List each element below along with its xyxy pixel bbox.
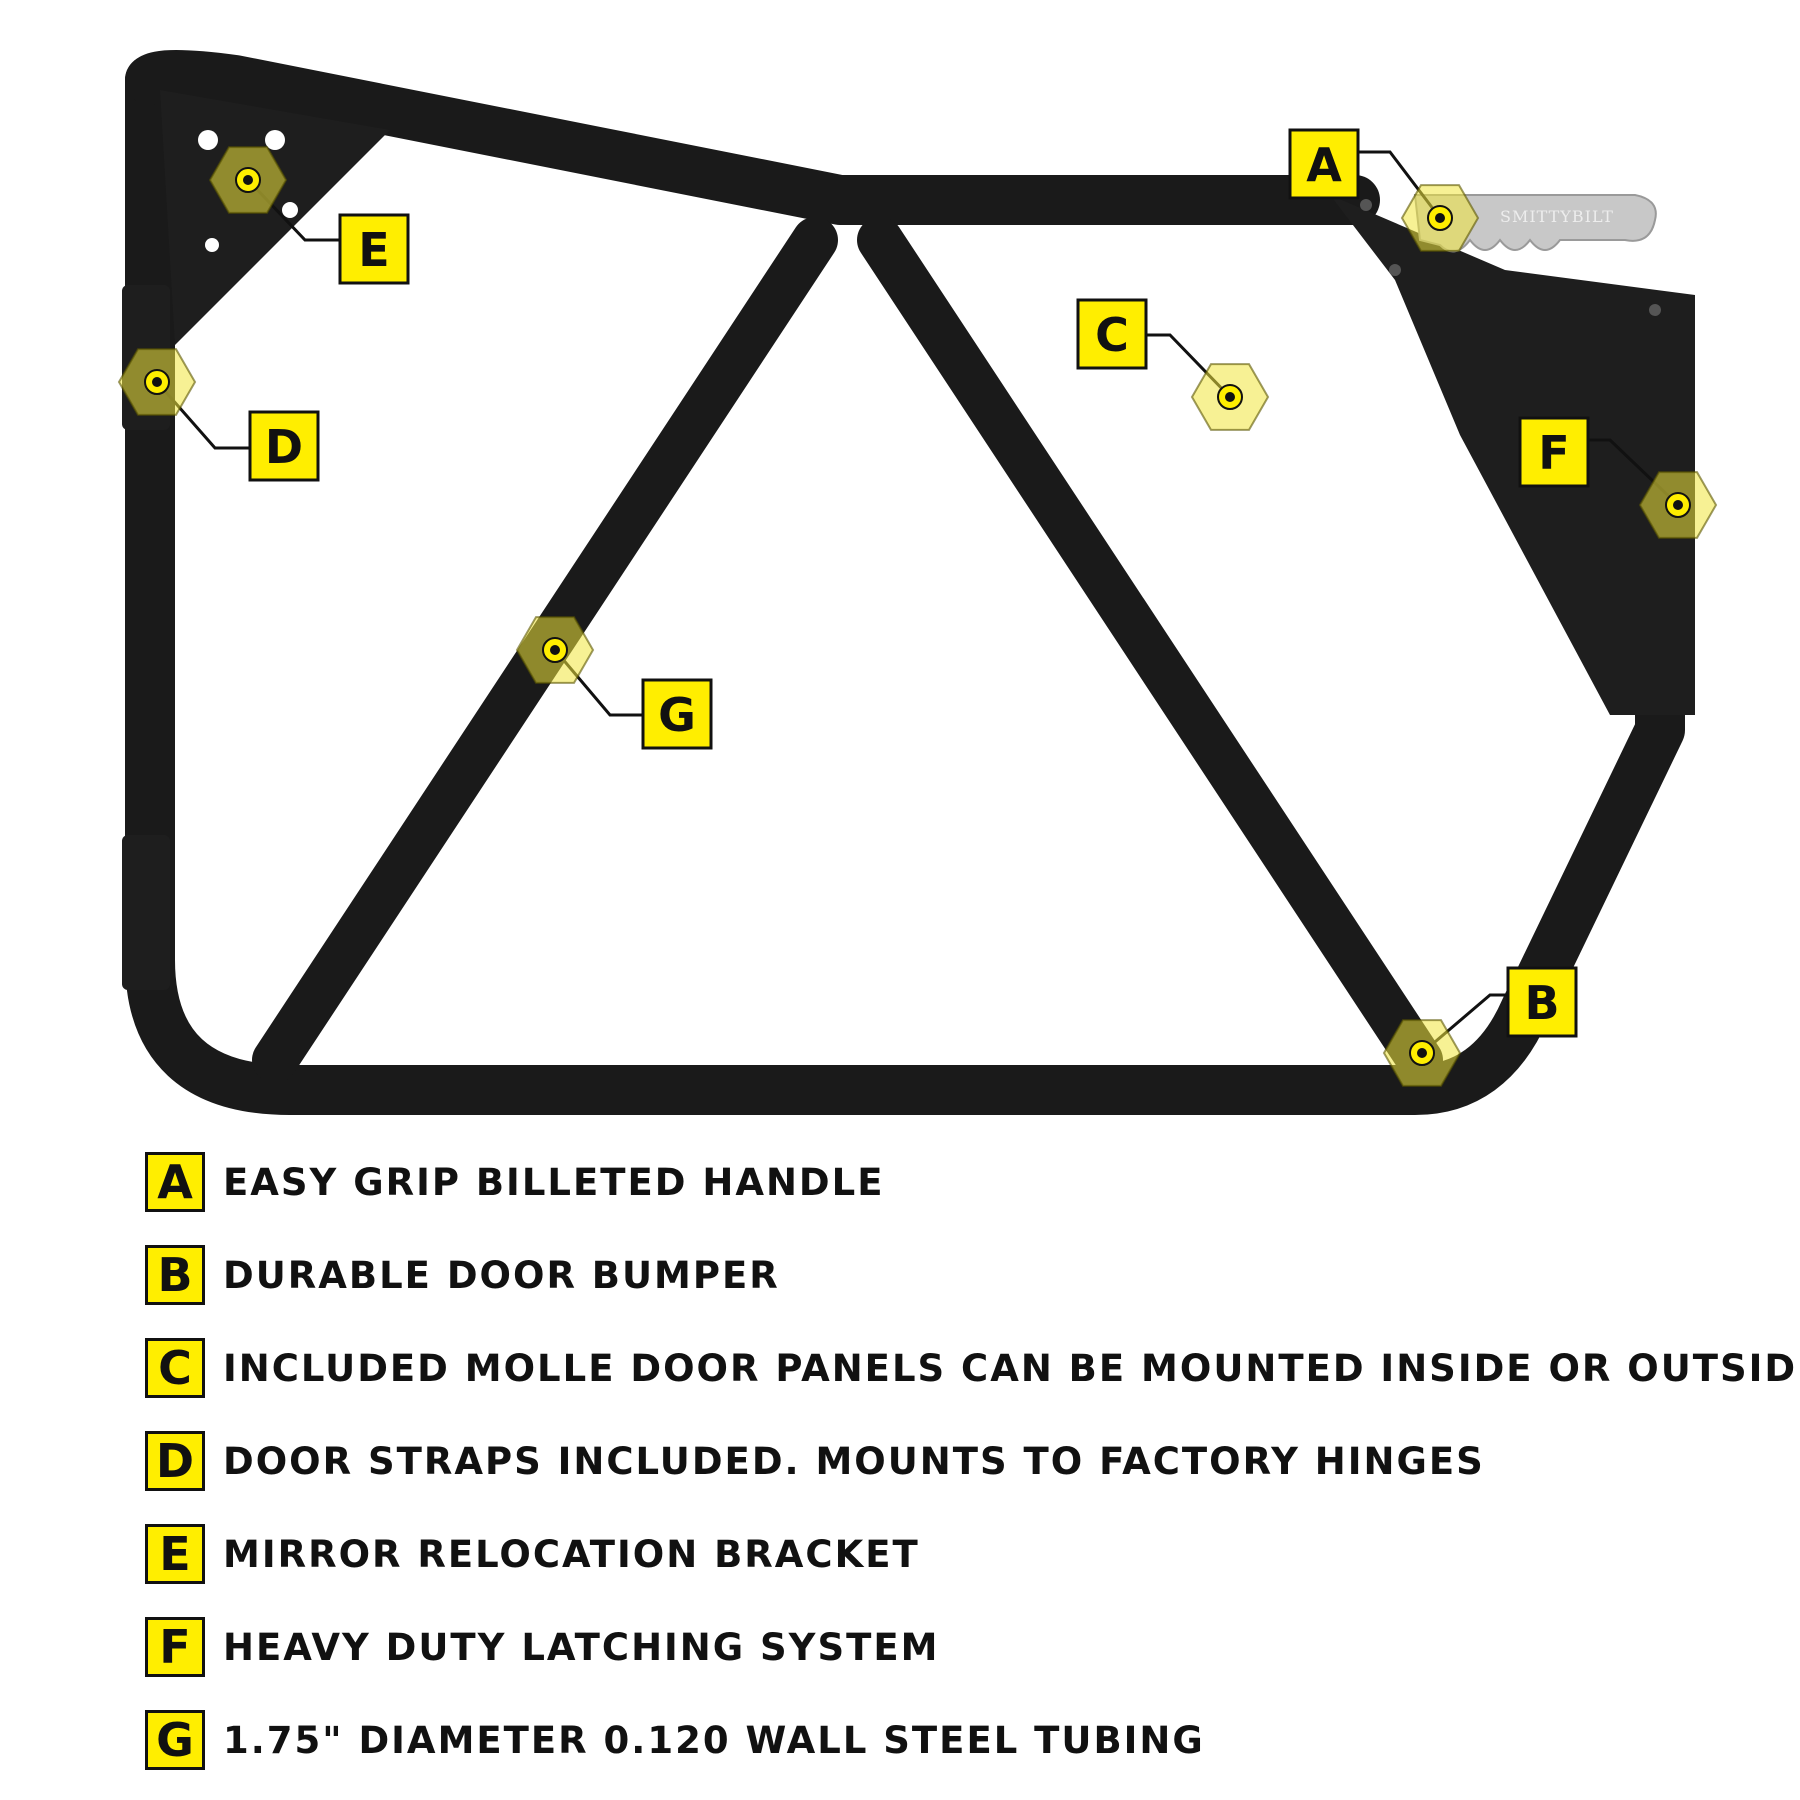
legend-letter-badge: D: [145, 1431, 205, 1491]
callout-f: F: [1518, 416, 1718, 539]
legend-item-e: E MIRROR RELOCATION BRACKET: [145, 1522, 920, 1586]
callout-dot-center: [1673, 500, 1683, 510]
legend-item-b: B DURABLE DOOR BUMPER: [145, 1243, 780, 1307]
latch-plate: [1330, 195, 1695, 715]
callout-letter: B: [1524, 976, 1559, 1030]
legend-letter-badge: F: [145, 1617, 205, 1677]
legend-letter-badge: G: [145, 1710, 205, 1770]
legend-item-a: A EASY GRIP BILLETED HANDLE: [145, 1150, 885, 1214]
callout-dot-center: [1417, 1048, 1427, 1058]
callout-dot-center: [243, 175, 253, 185]
callout-b: B: [1382, 966, 1578, 1087]
mirror-bracket-plate: [160, 90, 390, 345]
callout-letter: C: [1095, 308, 1129, 362]
callout-letter-box: [641, 678, 713, 750]
callout-letter: E: [358, 223, 389, 277]
legend-item-g: G 1.75" DIAMETER 0.120 WALL STEEL TUBING: [145, 1708, 1205, 1772]
callout-dot-center: [152, 377, 162, 387]
legend-description: HEAVY DUTY LATCHING SYSTEM: [223, 1625, 940, 1669]
callout-markers: A B C D E F G: [117, 128, 1718, 1087]
legend-letter-badge: E: [145, 1524, 205, 1584]
callout-letter: A: [1306, 138, 1342, 192]
callout-letter-box: [338, 213, 410, 285]
callout-letter: G: [658, 688, 696, 742]
legend-description: DURABLE DOOR BUMPER: [223, 1253, 780, 1297]
billeted-handle: SMITTYBILT: [1413, 194, 1657, 253]
callout-c: C: [1076, 298, 1270, 431]
legend-description: DOOR STRAPS INCLUDED. MOUNTS TO FACTORY …: [223, 1439, 1485, 1483]
callout-letter-box: [248, 410, 320, 482]
callout-e: E: [208, 146, 410, 285]
legend-description: 1.75" DIAMETER 0.120 WALL STEEL TUBING: [223, 1718, 1205, 1762]
callout-letter: D: [265, 420, 303, 474]
callout-dot-center: [1435, 213, 1445, 223]
callout-letter-box: [1518, 416, 1590, 488]
callout-a: A: [1288, 128, 1480, 252]
legend-description: MIRROR RELOCATION BRACKET: [223, 1532, 920, 1576]
callout-letter-box: [1288, 128, 1360, 200]
legend-description: INCLUDED MOLLE DOOR PANELS CAN BE MOUNTE…: [223, 1346, 1800, 1390]
legend-letter-badge: B: [145, 1245, 205, 1305]
legend-description: EASY GRIP BILLETED HANDLE: [223, 1160, 885, 1204]
callout-letter: F: [1538, 426, 1569, 480]
callout-letter-box: [1076, 298, 1148, 370]
handle-brand-text: SMITTYBILT: [1500, 207, 1614, 226]
legend-item-f: F HEAVY DUTY LATCHING SYSTEM: [145, 1615, 939, 1679]
legend-item-c: C INCLUDED MOLLE DOOR PANELS CAN BE MOUN…: [145, 1336, 1800, 1400]
legend-item-d: D DOOR STRAPS INCLUDED. MOUNTS TO FACTORY…: [145, 1429, 1485, 1493]
callout-g: G: [515, 616, 713, 750]
callout-dot-center: [550, 645, 560, 655]
callout-dot-center: [1225, 392, 1235, 402]
callout-d: D: [117, 348, 320, 482]
legend-letter-badge: C: [145, 1338, 205, 1398]
callout-letter-box: [1506, 966, 1578, 1038]
legend-letter-badge: A: [145, 1152, 205, 1212]
